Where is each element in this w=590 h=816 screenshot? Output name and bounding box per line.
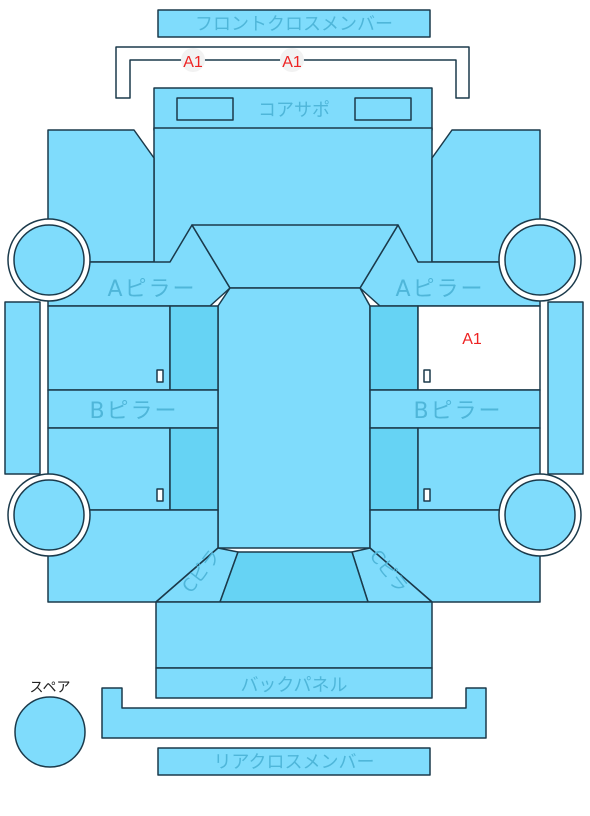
- core-support-slot-left: [176, 97, 234, 121]
- back-panel[interactable]: [155, 667, 433, 699]
- core-support-slot-right: [354, 97, 412, 121]
- mark-bubble-left: [181, 48, 205, 72]
- mark-front-member-left: A1: [183, 54, 203, 71]
- a-pillar-left-label: Aピラー: [107, 277, 196, 302]
- roof[interactable]: [217, 287, 371, 549]
- left-b-pillar[interactable]: [47, 389, 219, 429]
- b-pillar-left-label: Bピラー: [89, 399, 178, 424]
- left-front-inner: [169, 305, 219, 391]
- right-rear-inner: [369, 427, 419, 511]
- rear-member-bracket[interactable]: [101, 687, 487, 739]
- back-panel-label: バックパネル: [240, 675, 347, 696]
- left-front-door[interactable]: [47, 305, 171, 391]
- right-b-pillar[interactable]: [369, 389, 541, 429]
- a-pillar-right-label: Aピラー: [395, 277, 484, 302]
- wheel-rear-left[interactable]: [13, 479, 85, 551]
- mark-front-member-right: A1: [282, 54, 302, 71]
- rear-floor[interactable]: [155, 601, 433, 669]
- left-rear-inner: [169, 427, 219, 511]
- wheel-front-right[interactable]: [504, 224, 576, 296]
- right-front-handle: [423, 369, 431, 383]
- core-support-label: コアサポ: [258, 100, 330, 121]
- right-front-door[interactable]: [417, 305, 541, 391]
- right-side-sill[interactable]: [547, 301, 584, 475]
- rear-cross-member-label: リアクロスメンバー: [213, 752, 374, 773]
- front-cross-member-label: フロントクロスメンバー: [195, 14, 393, 35]
- rear-window[interactable]: [219, 551, 369, 603]
- mark-right-front-door: A1: [462, 331, 482, 348]
- left-rear-handle: [156, 488, 164, 502]
- spare-tire[interactable]: [14, 696, 86, 768]
- spare-label: スペア: [29, 680, 70, 696]
- b-pillar-right-label: Bピラー: [413, 399, 502, 424]
- wheel-front-left[interactable]: [13, 224, 85, 296]
- left-front-handle: [156, 369, 164, 383]
- mark-bubble-right: [280, 48, 304, 72]
- right-front-inner: [369, 305, 419, 391]
- rear-cross-member[interactable]: [157, 747, 431, 776]
- wheel-rear-right[interactable]: [504, 479, 576, 551]
- right-rear-handle: [423, 488, 431, 502]
- front-cross-member[interactable]: [157, 9, 431, 38]
- left-side-sill[interactable]: [4, 301, 41, 475]
